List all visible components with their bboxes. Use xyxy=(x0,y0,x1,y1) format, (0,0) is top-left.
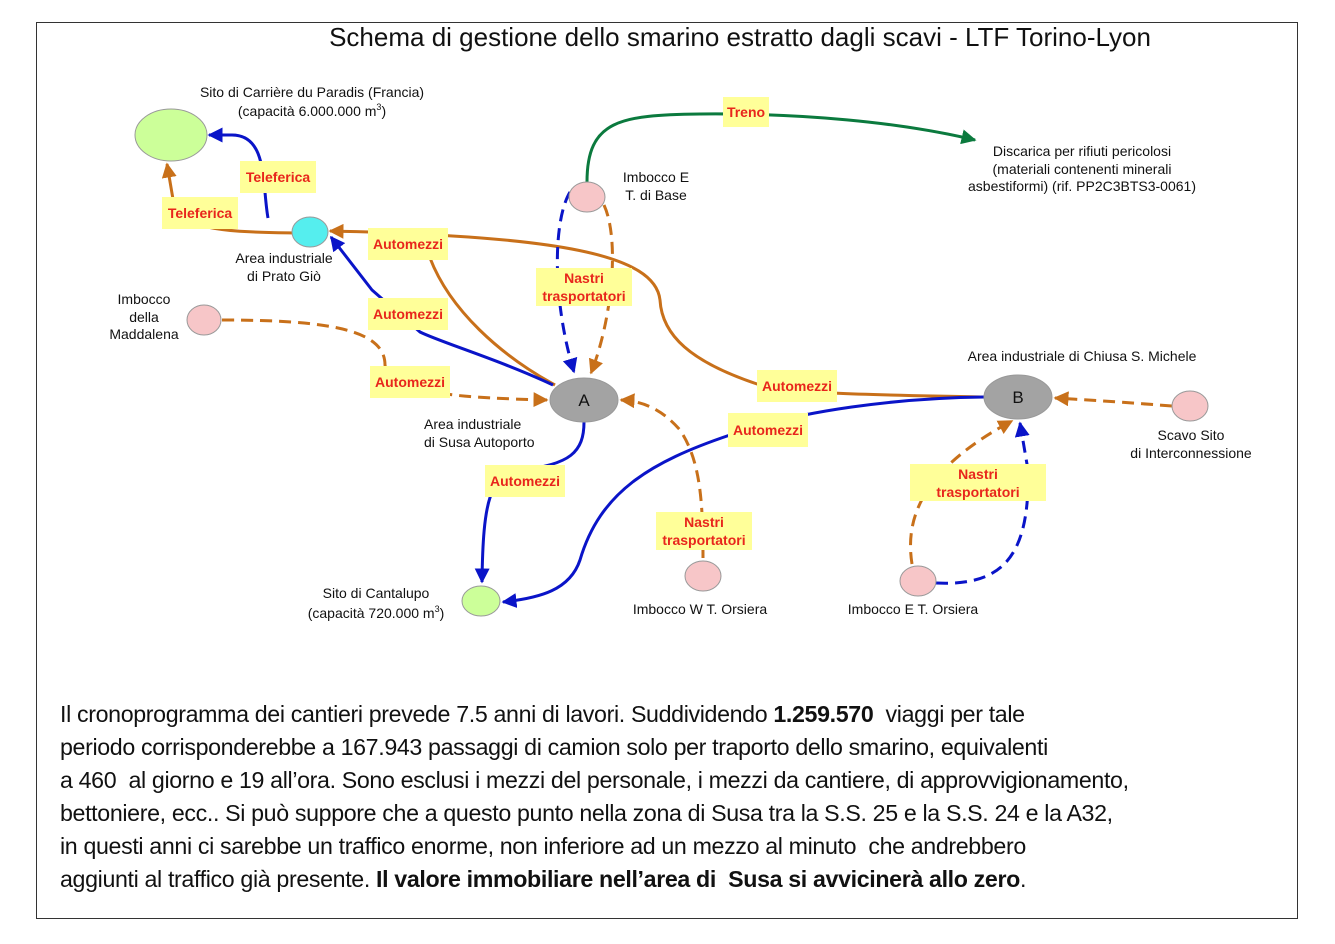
label-scavo: Scavo Sito di Interconnessione xyxy=(1130,427,1252,461)
label-imbocco-w-orsiera: Imbocco W T. Orsiera xyxy=(633,601,768,617)
body-line: bettoniere, ecc.. Si può suppore che a q… xyxy=(60,800,1113,826)
svg-text:trasportatori: trasportatori xyxy=(662,532,745,548)
edge-label-automezzi: Automezzi xyxy=(757,370,837,402)
label-imbocco-e-orsiera: Imbocco E T. Orsiera xyxy=(848,601,979,617)
svg-text:di Prato Giò: di Prato Giò xyxy=(247,268,321,284)
edge-orsierae-chiusa-blue xyxy=(935,421,1030,585)
svg-text:Area industriale: Area industriale xyxy=(235,250,332,266)
node-maddalena xyxy=(186,304,222,336)
edge-label-treno: Treno xyxy=(723,97,769,127)
svg-text:Automezzi: Automezzi xyxy=(373,306,443,322)
svg-text:Sito di Carrière du Paradis (F: Sito di Carrière du Paradis (Francia) xyxy=(200,84,424,100)
svg-text:Imbocco E: Imbocco E xyxy=(623,169,689,185)
node-letter-b: B xyxy=(1012,388,1023,407)
svg-text:Nastri: Nastri xyxy=(684,514,724,530)
svg-text:Teleferica: Teleferica xyxy=(168,205,233,221)
svg-text:trasportatori: trasportatori xyxy=(936,484,1019,500)
edge-orsierae-chiusa-orange xyxy=(909,419,1014,565)
body-line: a 460 al giorno e 19 all’ora. Sono esclu… xyxy=(60,767,1129,793)
node-imbocco-e-base xyxy=(568,181,606,213)
edge-label-nastri: Nastri trasportatori xyxy=(536,268,632,306)
edge-label-teleferica: Teleferica xyxy=(240,161,316,193)
svg-text:Nastri: Nastri xyxy=(564,270,604,286)
svg-text:di Susa Autoporto: di Susa Autoporto xyxy=(424,434,535,450)
svg-text:Automezzi: Automezzi xyxy=(373,236,443,252)
svg-text:Area industriale: Area industriale xyxy=(424,416,521,432)
svg-text:Scavo Sito: Scavo Sito xyxy=(1158,427,1225,443)
svg-text:trasportatori: trasportatori xyxy=(542,288,625,304)
node-imbocco-w-orsiera xyxy=(684,560,722,592)
svg-text:Imbocco: Imbocco xyxy=(118,291,171,307)
node-imbocco-e-orsiera xyxy=(899,565,937,597)
svg-text:Sito di Cantalupo: Sito di Cantalupo xyxy=(323,585,430,601)
svg-text:Automezzi: Automezzi xyxy=(490,473,560,489)
edge-label-automezzi: Automezzi xyxy=(485,465,565,497)
svg-text:Treno: Treno xyxy=(727,104,765,120)
body-text: Il cronoprogramma dei cantieri prevede 7… xyxy=(60,698,1129,896)
edge-chiusa-cantalupo xyxy=(501,395,985,609)
node-chiusa xyxy=(983,374,1053,420)
svg-text:Nastri: Nastri xyxy=(958,466,998,482)
edge-susa-prato-blue xyxy=(329,235,554,387)
edge-train xyxy=(585,112,977,183)
svg-text:(materiali contenenti minerali: (materiali contenenti minerali xyxy=(993,161,1172,177)
svg-text:(capacità 6.000.000 m3): (capacità 6.000.000 m3) xyxy=(238,102,386,119)
edge-label-automezzi: Automezzi xyxy=(728,413,808,447)
label-maddalena: Imbocco della Maddalena xyxy=(109,291,178,342)
node-carriere xyxy=(134,108,208,162)
svg-text:Automezzi: Automezzi xyxy=(762,378,832,394)
svg-text:Teleferica: Teleferica xyxy=(246,169,311,185)
node-prato-gio xyxy=(291,216,329,248)
edge-label-automezzi: Automezzi xyxy=(368,228,448,260)
body-line: Il cronoprogramma dei cantieri prevede 7… xyxy=(60,701,1025,727)
label-susa: Area industriale di Susa Autoporto xyxy=(424,416,535,450)
edge-prato-carriere-blue xyxy=(207,127,270,219)
svg-text:Automezzi: Automezzi xyxy=(733,422,803,438)
diagram-title: Schema di gestione dello smarino estratt… xyxy=(329,22,1151,52)
edge-label-automezzi: Automezzi xyxy=(368,298,448,330)
svg-text:di Interconnessione: di Interconnessione xyxy=(1130,445,1252,461)
edge-imboccoe-susa-blue xyxy=(555,191,578,374)
svg-text:Maddalena: Maddalena xyxy=(109,326,178,342)
svg-text:Discarica per rifiuti pericolo: Discarica per rifiuti pericolosi xyxy=(993,143,1171,159)
svg-text:Automezzi: Automezzi xyxy=(375,374,445,390)
body-line: periodo corrisponderebbe a 167.943 passa… xyxy=(60,734,1048,760)
label-imbocco-e-base: Imbocco E T. di Base xyxy=(623,169,689,203)
edge-maddalena-susa xyxy=(221,318,549,408)
edge-scavo-chiusa xyxy=(1053,391,1173,408)
node-cantalupo xyxy=(461,585,501,617)
node-scavo xyxy=(1171,390,1209,422)
edge-label-nastri: Nastri trasportatori xyxy=(656,512,752,550)
svg-text:asbestiformi) (rif. PP2C3BTS3-: asbestiformi) (rif. PP2C3BTS3-0061) xyxy=(968,178,1196,194)
node-susa xyxy=(549,377,619,423)
svg-text:(capacità 720.000 m3): (capacità 720.000 m3) xyxy=(308,604,445,621)
label-prato-gio: Area industriale di Prato Giò xyxy=(235,250,332,284)
edge-susa-prato-orange xyxy=(428,257,556,387)
body-line: aggiunti al traffico già presente. Il va… xyxy=(60,866,1027,892)
figure-frame xyxy=(36,22,1298,919)
node-letter-a: A xyxy=(578,391,590,410)
edge-label-automezzi: Automezzi xyxy=(370,366,450,398)
svg-text:della: della xyxy=(129,309,159,325)
label-chiusa: Area industriale di Chiusa S. Michele xyxy=(968,348,1197,364)
label-carriere: Sito di Carrière du Paradis (Francia) (c… xyxy=(200,84,424,119)
label-discarica: Discarica per rifiuti pericolosi (materi… xyxy=(968,143,1196,194)
edge-label-teleferica: Teleferica xyxy=(162,197,238,229)
body-line: in questi anni ci sarebbe un traffico en… xyxy=(60,833,1026,859)
edge-label-nastri: Nastri trasportatori xyxy=(910,464,1046,501)
edge-chiusa-prato-trucks xyxy=(328,223,985,399)
svg-text:T. di Base: T. di Base xyxy=(625,187,687,203)
label-cantalupo: Sito di Cantalupo (capacità 720.000 m3) xyxy=(308,585,445,621)
